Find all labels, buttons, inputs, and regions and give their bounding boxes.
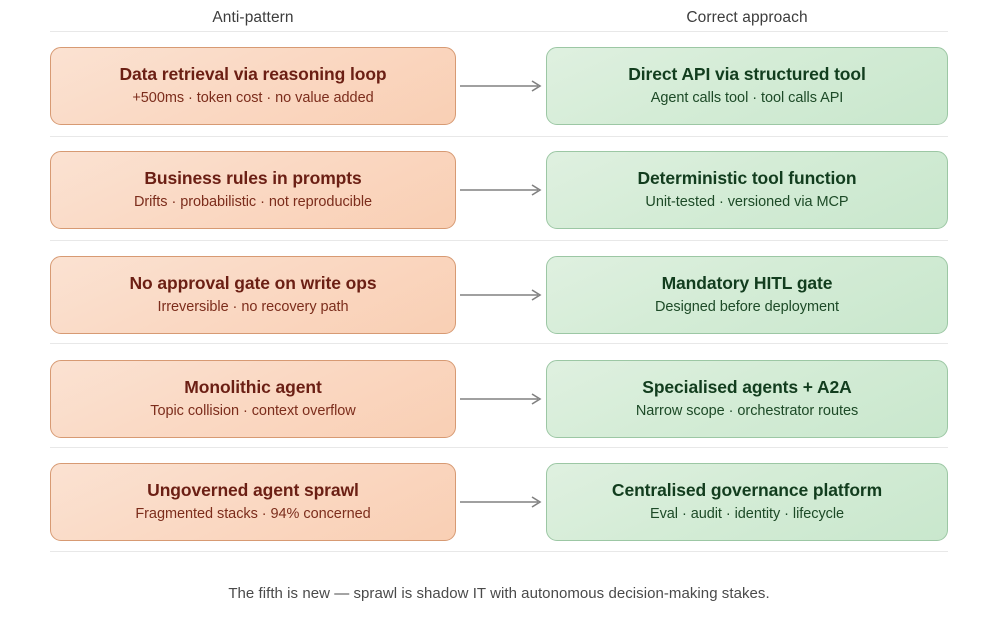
anti-pattern-title: Monolithic agent [184,377,322,397]
anti-pattern-title: Ungoverned agent sprawl [147,480,359,500]
anti-pattern-subtitle: Topic collision · context overflow [150,403,356,419]
anti-pattern-subtitle: +500ms · token cost · no value added [132,90,374,106]
comparison-row: Business rules in prompts Drifts · proba… [0,151,999,229]
correct-approach-title: Mandatory HITL gate [661,273,833,293]
anti-pattern-subtitle: Drifts · probabilistic · not reproducibl… [133,194,373,210]
arrow-right-icon [460,78,546,94]
correct-approach-title: Specialised agents + A2A [642,377,852,397]
correct-approach-subtitle: Narrow scope · orchestrator routes [635,403,859,419]
correct-approach-card[interactable]: Specialised agents + A2A Narrow scope · … [546,360,948,438]
column-header-correct-approach: Correct approach [686,9,808,26]
correct-approach-subtitle: Eval · audit · identity · lifecycle [649,506,845,522]
anti-pattern-title: Data retrieval via reasoning loop [119,64,387,84]
row-separator-3 [50,343,948,344]
row-separator-top [50,31,948,32]
correct-approach-card[interactable]: Direct API via structured tool Agent cal… [546,47,948,125]
column-header-spacer [456,8,546,32]
anti-pattern-subtitle: Fragmented stacks · 94% concerned [135,506,371,522]
comparison-row: No approval gate on write ops Irreversib… [0,256,999,334]
row-separator-2 [50,240,948,241]
anti-pattern-card[interactable]: Business rules in prompts Drifts · proba… [50,151,456,229]
anti-pattern-title: No approval gate on write ops [129,273,377,293]
row-separator-bottom [50,551,948,552]
correct-approach-card[interactable]: Centralised governance platform Eval · a… [546,463,948,541]
correct-approach-title: Deterministic tool function [637,168,857,188]
arrow-right-icon [460,391,546,407]
row-separator-4 [50,447,948,448]
anti-pattern-card[interactable]: Ungoverned agent sprawl Fragmented stack… [50,463,456,541]
arrow-right-icon [460,494,546,510]
row-separator-1 [50,136,948,137]
correct-approach-card[interactable]: Mandatory HITL gate Designed before depl… [546,256,948,334]
correct-approach-title: Direct API via structured tool [628,64,866,84]
anti-pattern-card[interactable]: Data retrieval via reasoning loop +500ms… [50,47,456,125]
anti-pattern-subtitle: Irreversible · no recovery path [157,299,349,315]
column-headers: Anti-pattern Correct approach [50,8,948,32]
anti-pattern-card[interactable]: No approval gate on write ops Irreversib… [50,256,456,334]
footer-note: The fifth is new — sprawl is shadow IT w… [228,585,770,602]
arrow-right-icon [460,287,546,303]
correct-approach-subtitle: Designed before deployment [654,299,840,315]
arrow-right-icon [460,182,546,198]
anti-pattern-title: Business rules in prompts [144,168,362,188]
column-header-anti-pattern: Anti-pattern [212,9,294,26]
correct-approach-title: Centralised governance platform [611,480,883,500]
correct-approach-subtitle: Unit-tested · versioned via MCP [645,194,849,210]
correct-approach-card[interactable]: Deterministic tool function Unit-tested … [546,151,948,229]
comparison-row: Monolithic agent Topic collision · conte… [0,360,999,438]
comparison-row: Ungoverned agent sprawl Fragmented stack… [0,463,999,541]
anti-pattern-card[interactable]: Monolithic agent Topic collision · conte… [50,360,456,438]
correct-approach-subtitle: Agent calls tool · tool calls API [650,90,844,106]
comparison-row: Data retrieval via reasoning loop +500ms… [0,47,999,125]
